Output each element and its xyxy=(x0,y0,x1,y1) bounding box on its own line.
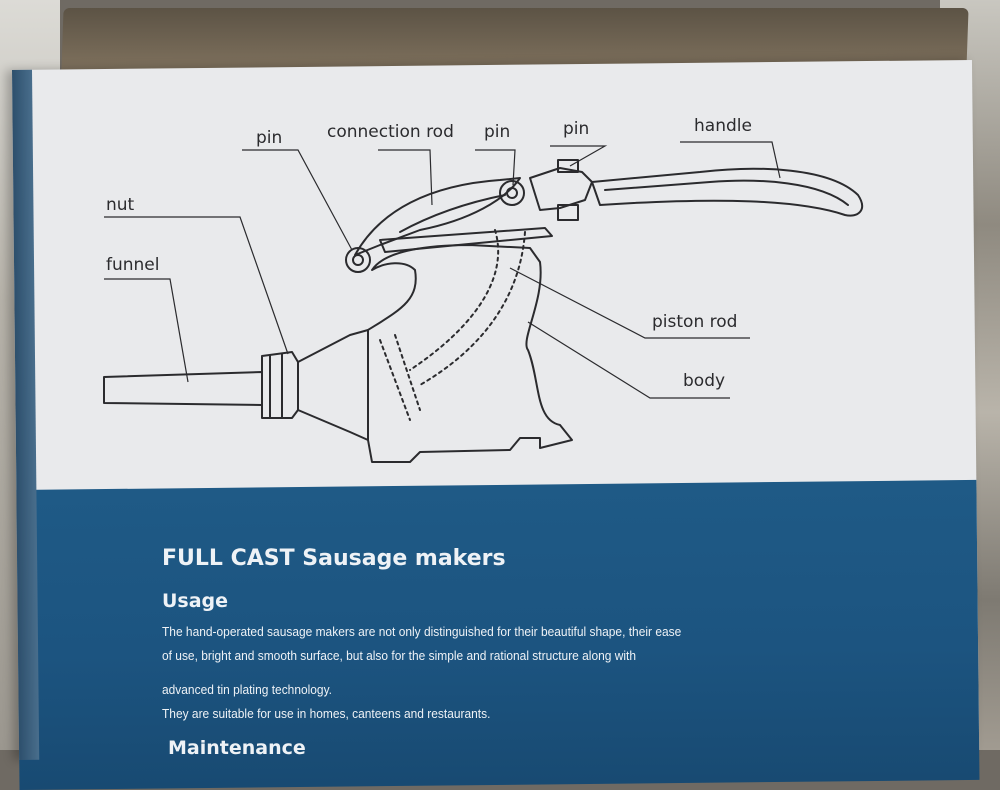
usage-heading: Usage xyxy=(162,590,229,612)
body-shape xyxy=(367,244,573,463)
leader-pin-right xyxy=(550,145,608,167)
label-pin-left: pin xyxy=(256,128,283,148)
sausage-maker-diagram xyxy=(103,141,864,463)
pin-middle-shape xyxy=(499,180,525,206)
leader-body xyxy=(527,321,730,399)
label-pin-right: pin xyxy=(563,119,590,139)
label-body: body xyxy=(683,371,726,391)
piston-rod-dotted xyxy=(409,229,500,371)
leader-pin-middle xyxy=(475,149,516,186)
leader-handle xyxy=(680,141,781,179)
connection-rod-shape xyxy=(354,177,521,256)
nut-shape xyxy=(261,351,299,419)
label-nut: nut xyxy=(106,195,135,215)
label-handle: handle xyxy=(694,116,752,136)
usage-line-1: The hand-operated sausage makers are not… xyxy=(162,624,682,639)
funnel-shape xyxy=(103,371,263,406)
leader-nut xyxy=(104,216,289,355)
usage-line-4: They are suitable for use in homes, cant… xyxy=(162,706,491,721)
usage-line-3: advanced tin plating technology. xyxy=(162,682,332,697)
label-pin-middle: pin xyxy=(484,122,511,142)
maintenance-heading: Maintenance xyxy=(168,737,306,759)
leader-piston-rod xyxy=(509,267,750,339)
pin-right-shape xyxy=(529,167,593,211)
pin-left-shape xyxy=(345,247,371,273)
label-connection-rod: connection rod xyxy=(327,122,454,142)
usage-line-2: of use, bright and smooth surface, but a… xyxy=(162,648,637,663)
leader-connection-rod xyxy=(378,149,433,206)
label-funnel: funnel xyxy=(106,255,160,275)
label-piston-rod: piston rod xyxy=(652,312,738,332)
leader-pin-left xyxy=(242,149,353,251)
leader-funnel xyxy=(104,278,189,383)
cone-shape xyxy=(297,329,369,441)
product-title: FULL CAST Sausage makers xyxy=(162,546,506,571)
handle-shape xyxy=(591,167,864,217)
